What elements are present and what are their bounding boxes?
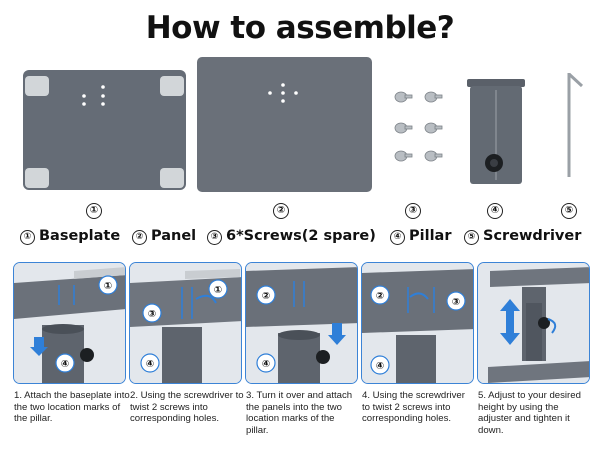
step2-callout-4: ④ [146, 359, 154, 370]
step-4-caption: 4. Using the screwdriver to twist 2 scre… [362, 390, 465, 425]
baseplate-image [23, 70, 186, 190]
step-5-image [477, 262, 590, 384]
step-5-caption: 5. Adjust to your desired height by usin… [478, 390, 581, 436]
step-4-image: ② ③ ④ [361, 262, 474, 384]
step2-callout-3: ③ [148, 309, 156, 320]
parts-illustration [23, 57, 584, 192]
parts-row: ① ② ③ ④ ⑤ [0, 0, 600, 219]
step1-callout-4: ④ [61, 359, 69, 370]
part-number-2: ② [273, 203, 289, 219]
step3-callout-4: ④ [262, 359, 270, 370]
screwdriver-image [567, 72, 584, 177]
step-3-image: ② ④ [245, 262, 358, 384]
screws-image [394, 91, 443, 162]
step4-callout-3: ③ [452, 297, 460, 308]
step-2-caption: 2. Using the screwdriver to twist 2 scre… [130, 390, 244, 425]
pillar-image [467, 79, 525, 184]
part-number-3: ③ [405, 203, 421, 219]
part-number-4: ④ [487, 203, 503, 219]
step3-callout-2: ② [262, 291, 270, 302]
step-2-image: ③ ① ④ [129, 262, 242, 384]
step-1-caption: 1. Attach the baseplate into the two loc… [14, 390, 130, 425]
step4-callout-2: ② [376, 291, 384, 302]
step-1-image: ① ④ [13, 262, 126, 384]
panel-image [197, 57, 372, 192]
step1-callout-1: ① [104, 281, 112, 292]
part-number-1: ① [86, 203, 102, 219]
step2-callout-1: ① [214, 285, 222, 296]
page-title: How to assemble? [145, 10, 455, 46]
part-number-5: ⑤ [561, 203, 577, 219]
step-3-caption: 3. Turn it over and attach the panels in… [246, 390, 353, 436]
step4-callout-4: ④ [376, 361, 384, 372]
